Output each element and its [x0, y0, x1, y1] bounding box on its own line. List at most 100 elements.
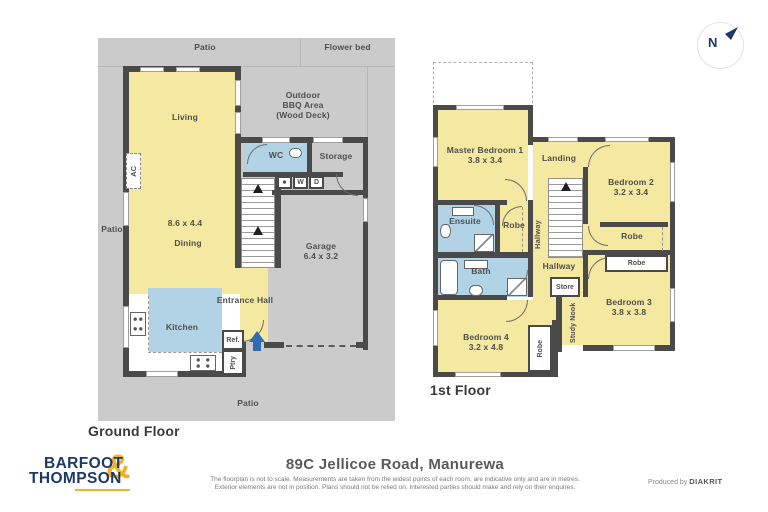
- window: [123, 192, 129, 226]
- living-label: Living: [172, 112, 198, 122]
- living-dining-room: [128, 72, 235, 294]
- robe-dashed-line: [662, 227, 663, 251]
- wall: [583, 250, 675, 255]
- wall: [272, 190, 363, 195]
- washer-box: W: [293, 176, 308, 189]
- first-floor-title: 1st Floor: [430, 382, 491, 398]
- first-floor-stairs: [548, 178, 583, 258]
- wall: [583, 255, 588, 297]
- patio-top-label: Patio: [194, 42, 216, 52]
- north-label: N: [708, 35, 718, 50]
- dryer-box: D: [309, 176, 324, 189]
- produced-by: Produced by DIAKRIT: [648, 477, 763, 486]
- ground-floor-title: Ground Floor: [88, 423, 180, 439]
- master-bedroom-label: Master Bedroom 1: [446, 145, 524, 155]
- wall: [583, 167, 588, 224]
- wall: [433, 252, 528, 258]
- roof-outline: [433, 62, 533, 108]
- storage-label: Storage: [319, 151, 353, 161]
- bedroom4-dims-label: 3.2 x 4.8: [468, 342, 504, 352]
- window: [262, 137, 290, 143]
- kitchen-label: Kitchen: [165, 322, 199, 332]
- study-nook-room: [562, 297, 590, 345]
- wall: [275, 176, 281, 268]
- entrance-hall-label: Entrance Hall: [216, 295, 274, 305]
- wall: [307, 143, 312, 172]
- pantry-box: Ptry: [222, 350, 244, 375]
- stairs-up-arrow: [253, 226, 263, 235]
- robe-bed4-label: Robe: [536, 339, 544, 358]
- stairs-up-arrow: [253, 184, 263, 193]
- cooktop-icon: [190, 355, 216, 371]
- robe-bed2-label: Robe: [621, 231, 643, 241]
- robe-ensuite-label: Robe: [503, 220, 525, 230]
- outdoor-divider-line: [98, 66, 395, 67]
- study-nook-label: Study Nook: [570, 302, 577, 344]
- patio-bottom-label: Patio: [237, 398, 259, 408]
- bbq-area-label-line1: Outdoor: [285, 90, 321, 100]
- deck-divider-line: [367, 66, 368, 140]
- logo-barfoot: BARFOOT: [44, 455, 124, 472]
- window: [455, 372, 501, 377]
- wall: [600, 222, 668, 227]
- vanity-icon: [452, 207, 474, 216]
- window: [670, 288, 675, 322]
- dining-label: Dining: [174, 238, 202, 248]
- wall: [528, 137, 675, 142]
- wall: [495, 205, 500, 252]
- bedroom4-label: Bedroom 4: [463, 332, 509, 342]
- stairs-up-arrow: [561, 182, 571, 191]
- entry-arrow-icon: [249, 331, 265, 342]
- hallway-label: Hallway: [542, 261, 576, 271]
- wall: [243, 172, 313, 177]
- garage-door-line: [286, 345, 356, 347]
- window: [123, 306, 129, 348]
- bedroom3-label: Bedroom 3: [606, 297, 652, 307]
- fridge-box: Ref.: [222, 330, 244, 350]
- wall: [433, 295, 507, 300]
- wc-label: WC: [268, 150, 284, 160]
- robe-bed4-box: Robe: [528, 325, 552, 372]
- shower-icon: [507, 278, 527, 296]
- window: [433, 137, 438, 167]
- wall: [528, 105, 533, 145]
- wall: [264, 342, 284, 348]
- window: [140, 67, 164, 72]
- wall: [356, 342, 368, 348]
- shower-icon: [474, 234, 494, 252]
- stove-icon: [130, 312, 146, 336]
- toilet-icon: [440, 224, 451, 238]
- window: [433, 310, 438, 346]
- toilet-icon: [289, 148, 302, 158]
- window: [605, 137, 649, 142]
- landing-label: Landing: [541, 153, 577, 163]
- wall: [528, 258, 533, 297]
- garage-dims-label: 6.4 x 3.2: [303, 251, 339, 261]
- window: [670, 162, 675, 202]
- wall: [311, 172, 343, 177]
- patio-left-label: Patio: [101, 224, 123, 234]
- window: [235, 80, 241, 106]
- wall: [235, 137, 368, 143]
- hallway-vertical-label: Hallway: [533, 220, 542, 250]
- store-box: Store: [550, 277, 580, 297]
- wall: [235, 66, 241, 268]
- wall: [556, 297, 562, 352]
- property-address: 89C Jellicoe Road, Manurewa: [285, 456, 505, 473]
- toilet-icon: [469, 285, 483, 296]
- garage-label: Garage: [305, 241, 337, 251]
- flowerbed-divider-line: [300, 38, 301, 66]
- flower-bed-label: Flower bed: [324, 42, 371, 52]
- wall: [363, 137, 368, 350]
- disclaimer-line2: Exterior elements are not in position. P…: [214, 484, 576, 491]
- window: [613, 345, 655, 351]
- logo-thompson: THOMPSON: [29, 470, 122, 487]
- bedroom2-dims-label: 3.2 x 3.4: [613, 187, 649, 197]
- bbq-area-label-line2: BBQ Area: [282, 100, 324, 110]
- window: [176, 67, 200, 72]
- window: [146, 371, 178, 377]
- producer-brand: DIAKRIT: [689, 477, 723, 486]
- bath-label: Bath: [471, 266, 491, 276]
- bbq-area-label-line3: (Wood Deck): [276, 110, 330, 120]
